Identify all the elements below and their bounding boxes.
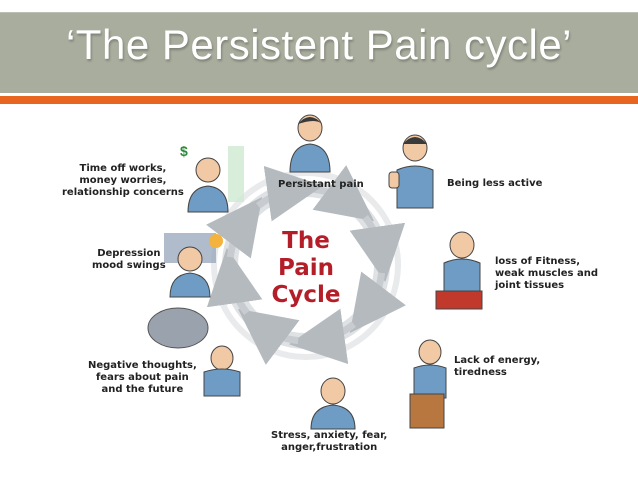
cycle-arrow-5: [237, 308, 300, 365]
pain-cycle-diagram: $ The Pain Cycle Persistant pain Being l…: [0, 104, 638, 479]
stage-label-less-active: Being less active: [447, 178, 543, 189]
figure-loss-of-fitness: [435, 231, 483, 310]
cycle-arrow-2: [349, 214, 406, 283]
stage-label-negative-thoughts: Negative thoughts, fears about pain and …: [88, 360, 197, 395]
figure-money-worries: $: [180, 143, 244, 213]
stage-label-persistent-pain: Persistant pain: [278, 179, 364, 190]
figure-negative-thoughts: [147, 307, 241, 397]
stage-label-time-off-work: Time off works, money worries, relations…: [62, 163, 184, 198]
svg-text:$: $: [180, 143, 188, 159]
cycle-arrows: [206, 165, 406, 365]
cycle-center-title: The Pain Cycle: [271, 228, 341, 308]
figure-lack-of-energy: [409, 339, 447, 429]
stage-label-lack-of-energy: Lack of energy, tiredness: [454, 355, 541, 378]
accent-divider: [0, 96, 638, 104]
stage-label-stress: Stress, anxiety, fear, anger,frustration: [271, 430, 388, 453]
cycle-arrow-8: [255, 165, 324, 222]
slide-title: ‘The Persistent Pain cycle’: [65, 21, 573, 68]
figure-persistent-pain: [289, 114, 331, 173]
title-bar: ‘The Persistent Pain cycle’: [0, 12, 638, 93]
stage-label-depression: Depression mood swings: [92, 248, 166, 271]
cycle-arrow-3: [349, 271, 406, 334]
figure-less-active: [388, 134, 434, 209]
cycle-arrow-7: [206, 196, 263, 259]
figure-stress: [310, 377, 356, 430]
cycle-arrow-4: [288, 308, 357, 365]
stage-label-loss-of-fitness: loss of Fitness, weak muscles and joint …: [495, 256, 598, 291]
cycle-graphics: $: [147, 114, 483, 430]
figure-depression: [164, 233, 223, 298]
cycle-arrow-6: [206, 247, 263, 316]
